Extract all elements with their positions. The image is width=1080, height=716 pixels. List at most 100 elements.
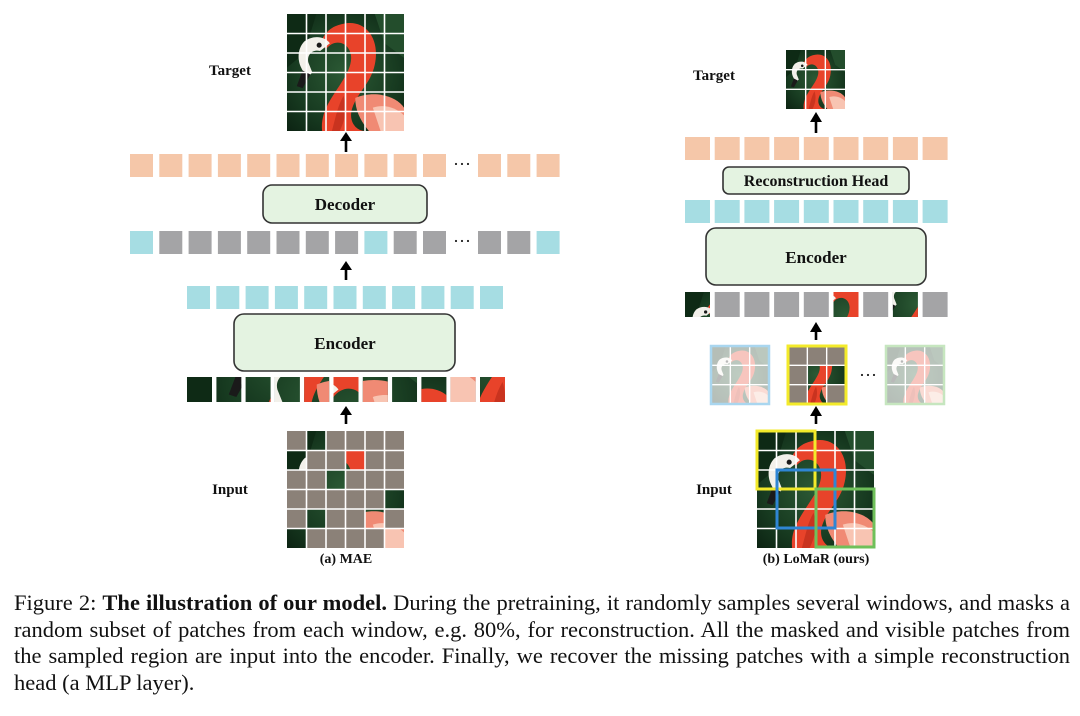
window-outline-blue bbox=[775, 468, 837, 530]
masked-patch bbox=[788, 365, 808, 385]
mae-target-label: Target bbox=[209, 63, 251, 79]
encoded-token bbox=[450, 286, 474, 309]
mae-up-arrow-3 bbox=[340, 406, 352, 424]
lomar-decoded-tokens bbox=[685, 137, 948, 160]
mixed-token bbox=[159, 231, 183, 254]
masked-patch bbox=[306, 450, 326, 470]
decoded-token bbox=[247, 154, 271, 177]
decoded-token bbox=[714, 137, 740, 160]
mixed-token bbox=[247, 231, 271, 254]
mae-panel: Target ··· Decoder ··· Encoder bbox=[130, 14, 560, 567]
mae-input-grid-lines bbox=[287, 431, 404, 548]
lomar-subcaption: (b) LoMaR (ours) bbox=[763, 552, 870, 567]
encoded-token bbox=[392, 286, 416, 309]
caption-title: The illustration of our model. bbox=[102, 590, 387, 615]
decoded-token bbox=[335, 154, 359, 177]
mixed-token bbox=[305, 231, 329, 254]
mixed-token bbox=[364, 231, 388, 254]
masked-patch bbox=[345, 528, 365, 548]
decoded-token bbox=[507, 154, 531, 177]
mixed-token bbox=[335, 231, 359, 254]
decoded-token bbox=[863, 137, 889, 160]
decoded-token bbox=[478, 154, 501, 177]
masked-patch bbox=[287, 431, 307, 451]
decoded-token bbox=[159, 154, 183, 177]
encoded-token bbox=[685, 200, 710, 223]
mae-target-image bbox=[287, 14, 404, 131]
mae-encoder-block: Encoder bbox=[233, 313, 456, 372]
masked-patch bbox=[365, 528, 385, 548]
masked-patch bbox=[326, 450, 346, 470]
mae-subcaption: (a) MAE bbox=[320, 552, 373, 567]
masked-patch bbox=[326, 509, 346, 529]
decoded-token bbox=[217, 154, 241, 177]
mixed-token bbox=[276, 231, 300, 254]
mask-token bbox=[744, 292, 770, 317]
mae-decoder-block: Decoder bbox=[262, 184, 428, 224]
lomar-target-image bbox=[786, 50, 845, 109]
decoded-token bbox=[536, 154, 560, 177]
decoded-token bbox=[744, 137, 770, 160]
lomar-up-arrow-1 bbox=[810, 112, 822, 133]
masked-patch bbox=[384, 431, 404, 451]
encoded-token bbox=[421, 286, 445, 309]
mask-token bbox=[863, 292, 889, 317]
mae-decoded-tokens bbox=[130, 154, 560, 177]
encoded-token bbox=[922, 200, 948, 223]
decoded-token bbox=[276, 154, 300, 177]
mae-mixed-tokens bbox=[130, 231, 560, 254]
decoded-token bbox=[803, 137, 829, 160]
mae-mixed-ellipsis: ··· bbox=[453, 231, 471, 251]
encoded-token bbox=[333, 286, 357, 309]
masked-patch bbox=[384, 450, 404, 470]
masked-patch bbox=[306, 489, 326, 509]
masked-patch bbox=[807, 346, 827, 366]
lomar-window-green bbox=[884, 344, 946, 406]
mae-up-arrow-1 bbox=[340, 132, 352, 152]
masked-patch bbox=[365, 489, 385, 509]
masked-patch bbox=[788, 346, 808, 366]
figure-caption: Figure 2: The illustration of our model.… bbox=[14, 590, 1070, 696]
lomar-target-label: Target bbox=[693, 68, 735, 84]
masked-patch bbox=[287, 470, 307, 490]
lomar-target-grid-lines bbox=[786, 50, 845, 109]
encoded-token bbox=[216, 286, 240, 309]
masked-patch bbox=[788, 384, 808, 404]
mixed-token bbox=[393, 231, 417, 254]
mask-token bbox=[803, 292, 829, 317]
masked-patch bbox=[345, 431, 365, 451]
lomar-reconstruction-head: Reconstruction Head bbox=[722, 166, 910, 195]
masked-patch bbox=[826, 384, 846, 404]
masked-patch bbox=[345, 509, 365, 529]
masked-patch bbox=[365, 470, 385, 490]
mixed-token bbox=[536, 231, 560, 254]
lomar-window-blue bbox=[709, 344, 771, 406]
encoded-token bbox=[803, 200, 829, 223]
lomar-input-label: Input bbox=[696, 482, 732, 498]
mixed-token bbox=[423, 231, 446, 254]
lomar-encoder-label: Encoder bbox=[785, 248, 847, 267]
mixed-token bbox=[130, 231, 153, 254]
masked-patch bbox=[345, 489, 365, 509]
encoded-token bbox=[892, 200, 918, 223]
encoded-token bbox=[774, 200, 800, 223]
mixed-token bbox=[507, 231, 531, 254]
encoded-token bbox=[714, 200, 740, 223]
mae-encoded-tokens bbox=[187, 286, 503, 309]
masked-patch bbox=[826, 346, 846, 366]
lomar-up-arrow-2 bbox=[810, 322, 822, 340]
masked-patch bbox=[384, 509, 404, 529]
decoded-token bbox=[685, 137, 710, 160]
mixed-token bbox=[478, 231, 501, 254]
masked-patch bbox=[345, 470, 365, 490]
lomar-head-label: Reconstruction Head bbox=[744, 173, 889, 190]
masked-patch bbox=[384, 470, 404, 490]
decoded-token bbox=[423, 154, 446, 177]
mixed-token bbox=[217, 231, 241, 254]
lomar-up-arrow-3 bbox=[810, 406, 822, 424]
encoded-token bbox=[362, 286, 386, 309]
masked-patch bbox=[365, 431, 385, 451]
mae-input-label: Input bbox=[212, 482, 248, 498]
encoded-token bbox=[863, 200, 889, 223]
mask-token bbox=[922, 292, 948, 317]
